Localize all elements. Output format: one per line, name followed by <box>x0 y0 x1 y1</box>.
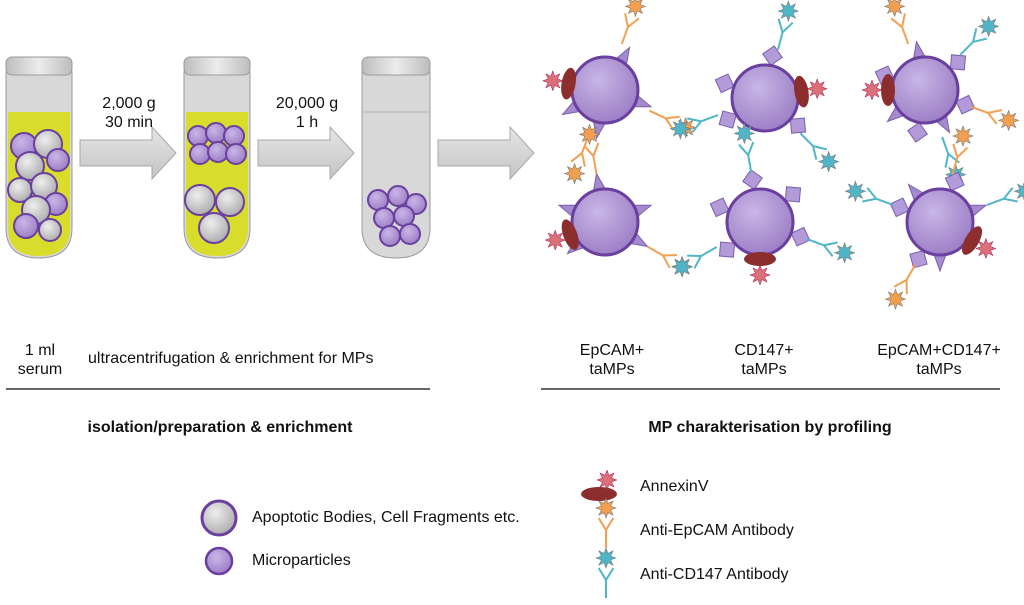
legend-anti-cd147-icon <box>595 547 617 598</box>
tube-3-particles <box>367 185 427 247</box>
microparticle-5 <box>861 0 1020 186</box>
anti-cd147-antibody <box>806 238 856 264</box>
cd147-antigen <box>889 197 910 218</box>
legend-apoptotic-icon <box>200 499 238 537</box>
anti-epcam-antibody <box>884 263 917 311</box>
microparticle-2 <box>544 123 694 278</box>
anti-epcam-antibody-icon <box>595 497 617 548</box>
microparticle-body <box>570 55 640 125</box>
annexin-binding <box>542 67 576 100</box>
anti-cd147-antibody <box>959 15 1000 56</box>
cd147-antigen <box>944 171 965 192</box>
microparticle-body <box>725 187 795 257</box>
anti-epcam-antibody <box>620 0 647 45</box>
tube-2 <box>183 56 251 259</box>
legend-annexin-icon <box>581 469 618 501</box>
legend-microparticle-icon <box>204 546 234 576</box>
legend-apoptotic-label: Apoptotic Bodies, Cell Fragments etc. <box>252 509 520 526</box>
mp-type-cd147-line1: CD147+ <box>734 342 794 359</box>
anti-cd147-antibody <box>986 182 1024 206</box>
process-arrow-2 <box>257 125 355 181</box>
legend-anti-epcam-label: Anti-EpCAM Antibody <box>640 522 794 539</box>
anti-epcam-antibody <box>951 125 974 175</box>
mp-type-double-line2: taMPs <box>916 361 962 378</box>
anti-cd147-antibody <box>776 0 800 50</box>
anti-cd147-antibody-icon <box>595 547 617 598</box>
anti-cd147-antibody <box>733 122 756 173</box>
sample-type: serum <box>17 361 63 378</box>
legend-microparticles-label: Microparticles <box>252 552 351 569</box>
annexin-binding <box>962 226 997 260</box>
mp-type-epcam-line2: taMPs <box>589 361 635 378</box>
cd147-antigen <box>955 94 976 115</box>
cd147-antigen <box>909 250 928 269</box>
mp-type-double: EpCAM+CD147+ taMPs <box>864 341 1014 379</box>
step-1-label: 2,000 g 30 min <box>84 94 174 132</box>
section-left-title: isolation/preparation & enrichment <box>87 419 353 436</box>
tube-3 <box>361 56 431 259</box>
anti-epcam-antibody <box>563 135 590 185</box>
process-arrow-1 <box>79 125 177 181</box>
anti-epcam-antibody <box>883 0 910 45</box>
process-label: ultracentrifugation & enrichment for MPs <box>88 350 374 367</box>
anti-epcam-antibody <box>578 123 601 174</box>
mp-type-cd147-line2: taMPs <box>741 361 787 378</box>
tube-1-particles <box>7 129 70 242</box>
characterised-microparticles <box>542 0 1024 311</box>
legend-anti-epcam-icon <box>595 497 617 548</box>
anti-epcam-antibody <box>970 105 1020 132</box>
section-right-title: MP charakterisation by profiling <box>648 419 892 436</box>
cd147-antigen <box>742 169 763 191</box>
step-1-force: 2,000 g <box>102 95 156 112</box>
cd147-antigen <box>714 73 735 94</box>
step-1-time: 30 min <box>104 114 154 131</box>
tube-1 <box>5 56 73 259</box>
sample-label: 1 ml serum <box>10 341 70 379</box>
mp-type-epcam: EpCAM+ taMPs <box>562 341 662 379</box>
cd147-antigen <box>907 121 928 143</box>
cd147-antigen <box>784 186 802 203</box>
microparticle-body <box>890 55 960 125</box>
legend-annexin-label: AnnexinV <box>640 478 709 495</box>
cd147-antigen <box>789 117 807 134</box>
annexin-binding <box>744 252 776 286</box>
microparticle-body <box>570 187 640 257</box>
microparticle-4 <box>671 122 856 286</box>
annexin-binding <box>861 74 895 106</box>
anti-cd147-antibody <box>799 132 840 173</box>
mp-type-epcam-line1: EpCAM+ <box>579 342 645 359</box>
process-arrow-3 <box>437 125 535 181</box>
sample-volume: 1 ml <box>24 342 56 359</box>
anti-cd147-antibody <box>669 114 719 140</box>
anti-epcam-antibody <box>648 109 697 139</box>
microparticle-3 <box>669 0 840 173</box>
microparticle-6 <box>844 125 1024 311</box>
annexin-binding <box>544 219 579 251</box>
microparticle-body <box>905 187 975 257</box>
cd147-antigen <box>709 197 730 218</box>
mp-type-double-line1: EpCAM+CD147+ <box>877 342 1001 359</box>
step-2-force: 20,000 g <box>275 95 339 112</box>
annexin-binding <box>794 75 828 108</box>
microparticle-body <box>730 63 800 133</box>
anti-cd147-antibody <box>671 246 718 278</box>
mp-type-cd147: CD147+ taMPs <box>714 341 814 379</box>
cd147-antigen <box>762 45 783 67</box>
anti-cd147-antibody <box>844 180 894 206</box>
step-2-time: 1 h <box>295 114 319 131</box>
legend-anti-cd147-label: Anti-CD147 Antibody <box>640 566 789 583</box>
cd147-antigen <box>790 226 811 247</box>
cd147-antigen <box>949 54 967 71</box>
step-2-label: 20,000 g 1 h <box>262 94 352 132</box>
tube-2-particles <box>184 122 247 244</box>
cd147-antigen <box>718 241 736 258</box>
cd147-antigen <box>718 110 737 129</box>
microparticle-1 <box>542 0 697 185</box>
